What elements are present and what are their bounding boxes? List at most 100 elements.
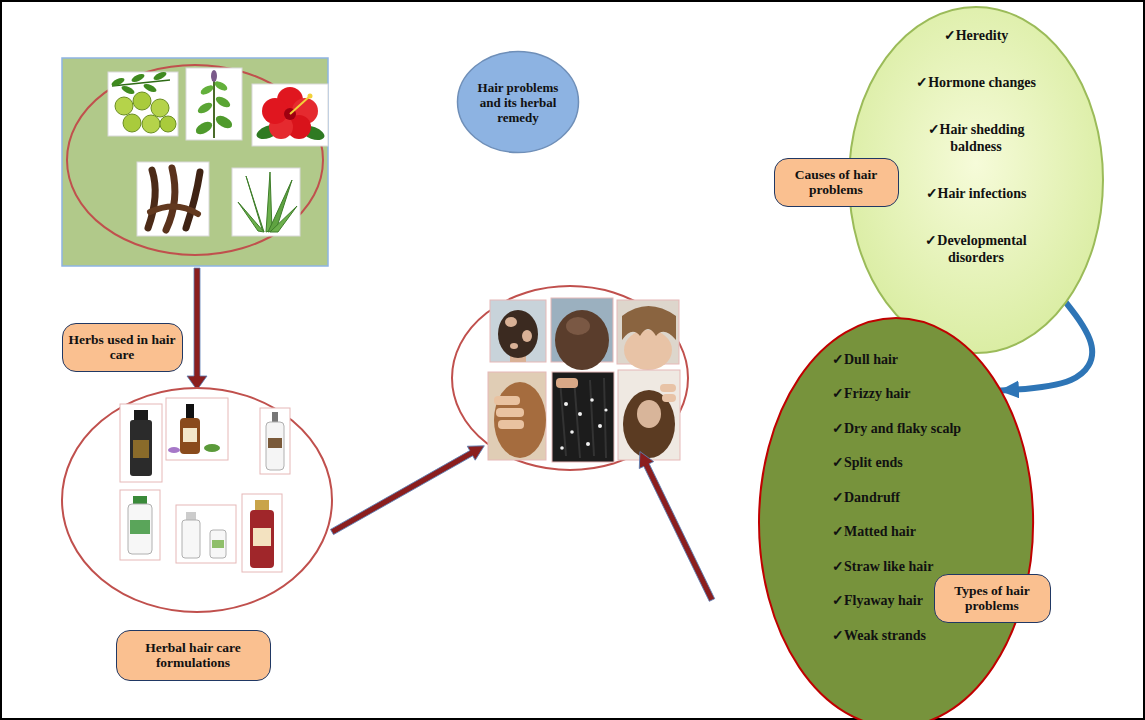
- list-item: ✓Dandruff: [832, 490, 900, 506]
- title-text: Hair problems and its herbal remedy: [470, 80, 566, 125]
- list-item: ✓Hair infections: [926, 185, 1027, 202]
- amber-dropper-bottle: [168, 447, 180, 453]
- text-group: Causes of hair problems: [775, 159, 898, 206]
- dandruff-photo: [586, 442, 590, 446]
- receding-hairline-photo: [617, 300, 679, 370]
- white-pump-bottle: [268, 438, 282, 448]
- dandruff-photo: [564, 402, 568, 406]
- herbs-picture: [62, 58, 328, 266]
- amla-picture: [123, 114, 141, 132]
- text-group: Types of hair problems: [935, 575, 1050, 622]
- list-item: ✓Straw like hair: [832, 559, 933, 575]
- itchy-scalp-photo: [488, 372, 546, 460]
- list-item: ✓Dry and flaky scalp: [832, 421, 961, 437]
- amla-picture: [115, 97, 133, 115]
- text-group: Herbal hair care formulations: [117, 631, 270, 680]
- black-oil-bottle: [120, 404, 162, 482]
- itchy-scalp-photo: [496, 408, 524, 417]
- black-oil-bottle: [120, 404, 162, 482]
- title-ellipse: Hair problems and its herbal remedy: [456, 50, 580, 154]
- herbs-picture: [62, 58, 328, 266]
- dandruff-photo: [552, 372, 614, 462]
- bald-head-photo: [551, 298, 613, 370]
- red-shampoo-bottle: [242, 494, 282, 572]
- dried-pods-picture: [137, 162, 209, 236]
- hibiscus-picture: [290, 96, 310, 114]
- flow-arrow: [633, 448, 719, 603]
- receding-hairline-photo: [624, 330, 672, 370]
- black-oil-bottle: [133, 440, 149, 458]
- list-item: ✓Developmental disorders: [901, 232, 1051, 266]
- spray-bottles: [186, 512, 196, 520]
- formulations-picture: [62, 388, 332, 612]
- title-ellipse-outline: [458, 52, 579, 153]
- itchy-scalp-photo: [498, 420, 524, 429]
- red-shampoo-bottle: [242, 494, 282, 572]
- aloe-vera-picture: [270, 206, 297, 232]
- flow-arrow: [328, 439, 488, 539]
- white-bottle: [120, 490, 160, 560]
- flow-arrow: [187, 268, 207, 390]
- alopecia-photo: [505, 317, 517, 327]
- white-bottle: [130, 520, 150, 534]
- dandruff-photo: [570, 430, 574, 434]
- types-ellipse: ✓Dull hair✓Frizzy hair✓Dry and flaky sca…: [757, 316, 1035, 720]
- thinning-crown-photo: [662, 394, 676, 402]
- white-bottle: [133, 496, 147, 504]
- pill-label: Herbs used in hair care: [69, 332, 176, 362]
- alopecia-photo: [510, 343, 518, 349]
- white-bottle: [128, 504, 152, 554]
- tulsi-picture: [213, 79, 229, 92]
- hibiscus-picture: [252, 84, 328, 146]
- amber-dropper-bottle: [166, 398, 228, 460]
- aloe-vera-picture: [232, 168, 300, 236]
- spray-bottles: [210, 530, 226, 558]
- bald-head-photo: [555, 310, 609, 370]
- tulsi-picture: [211, 70, 217, 82]
- dried-pods-picture: [148, 170, 155, 228]
- white-pump-bottle: [260, 408, 290, 474]
- dandruff-photo: [598, 424, 602, 428]
- pill-label: Causes of hair problems: [781, 167, 892, 197]
- red-shampoo-bottle: [255, 500, 269, 510]
- types-label-pill: Types of hair problems: [934, 574, 1051, 623]
- hibiscus-picture: [262, 98, 288, 124]
- text-group: Herbs used in hair care: [63, 324, 182, 371]
- receding-hairline-photo: [622, 306, 676, 340]
- dried-pods-picture: [166, 168, 175, 230]
- list-item: ✓Matted hair: [832, 524, 916, 540]
- thinning-crown-photo: [660, 384, 676, 392]
- thinning-crown-photo: [618, 370, 680, 460]
- black-oil-bottle: [134, 410, 148, 420]
- hair-problems-picture: [452, 286, 688, 470]
- dandruff-photo: [560, 378, 606, 458]
- white-pump-bottle: [266, 422, 284, 470]
- white-pump-bottle: [272, 412, 278, 422]
- dandruff-photo: [590, 398, 594, 402]
- list-item: ✓Heredity: [944, 27, 1009, 44]
- tulsi-picture: [194, 119, 215, 137]
- black-oil-bottle: [130, 420, 152, 476]
- aloe-vera-picture: [232, 168, 300, 236]
- flow-arrow: [633, 448, 719, 603]
- white-bottle: [120, 490, 160, 560]
- alopecia-photo: [490, 300, 546, 362]
- tulsi-picture: [196, 101, 214, 116]
- aloe-vera-picture: [266, 172, 272, 232]
- amber-dropper-bottle: [180, 418, 200, 454]
- spray-bottles: [176, 505, 236, 563]
- text-group: ✓Heredity✓Hormone changes✓Hair shedding …: [847, 27, 1105, 266]
- hibiscus-picture: [252, 84, 328, 146]
- list-item: ✓Hormone changes: [916, 74, 1036, 91]
- alopecia-photo: [490, 300, 546, 362]
- herbs-label-pill: Herbs used in hair care: [62, 323, 183, 372]
- types-ellipse-outline: [759, 318, 1033, 720]
- types-ellipse-outline: [757, 316, 1035, 720]
- list-item: ✓Dull hair: [832, 352, 898, 368]
- itchy-scalp-photo: [494, 396, 520, 405]
- amla-picture: [152, 70, 167, 81]
- amla-picture: [151, 99, 169, 117]
- bald-head-photo: [566, 317, 590, 335]
- pill-label: Types of hair problems: [941, 583, 1044, 613]
